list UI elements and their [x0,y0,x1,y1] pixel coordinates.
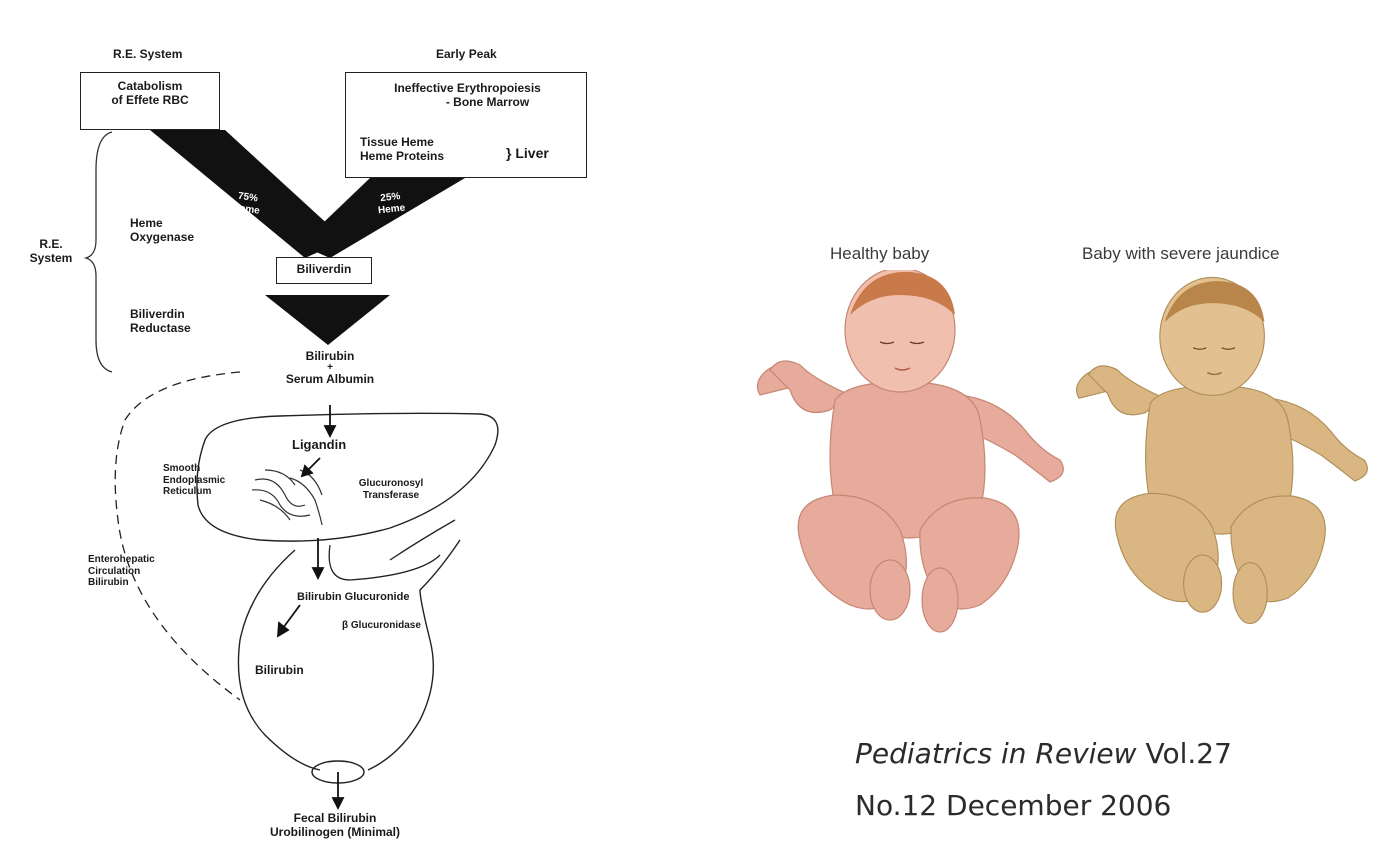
intestine-fold [389,519,456,561]
v-arrow-left [150,130,345,258]
enterohepatic-dashed-path [114,371,241,701]
bilirubin-gut-label: Bilirubin [255,663,304,677]
v-arrow-right [300,178,465,258]
healthy-baby-label: Healthy baby [830,244,930,263]
bilirubin-pathway-diagram [83,130,499,811]
flow-arrows [276,405,345,811]
intestine-outline [237,539,461,771]
journal-title: Pediatrics in Review [855,737,1137,770]
citation-line-1: Pediatrics in Review Vol.27 [855,732,1232,776]
biliverdin-label: Biliverdin [296,262,352,276]
beta-glucuronidase-label: β Glucuronidase [342,620,421,631]
catabolism-box [80,72,220,130]
intestine-inner [328,544,441,581]
down-arrow-reductase [265,295,390,345]
bilirubin-albumin-label: Bilirubin+Serum Albumin [285,349,375,387]
ineffective-erythropoiesis-label: Ineffective Erythropoiesis- Bone Marrow [394,81,541,109]
ligandin-label: Ligandin [292,437,347,452]
re-system-side-label: R.E.System [29,237,73,265]
liver-outline [196,412,499,542]
biliverdin-box [276,257,372,284]
re-system-brace [83,131,113,373]
jaundice-baby-label: Baby with severe jaundice [1082,244,1280,263]
smooth-er-lines [251,469,323,526]
early-peak-box [345,72,587,178]
liver-label: } Liver [506,145,549,161]
re-system-title: R.E. System [113,47,183,61]
early-peak-title: Early Peak [436,47,497,61]
journal-volume: Vol.27 [1136,737,1232,770]
jaundiced-baby-illustration [1076,276,1368,625]
citation-line-2: No.12 December 2006 [855,789,1172,822]
bilirubin-glucuronide-label: Bilirubin Glucuronide [297,591,410,603]
pct-25-heme: 25%Heme [377,191,406,216]
healthy-baby-illustration [756,270,1064,633]
